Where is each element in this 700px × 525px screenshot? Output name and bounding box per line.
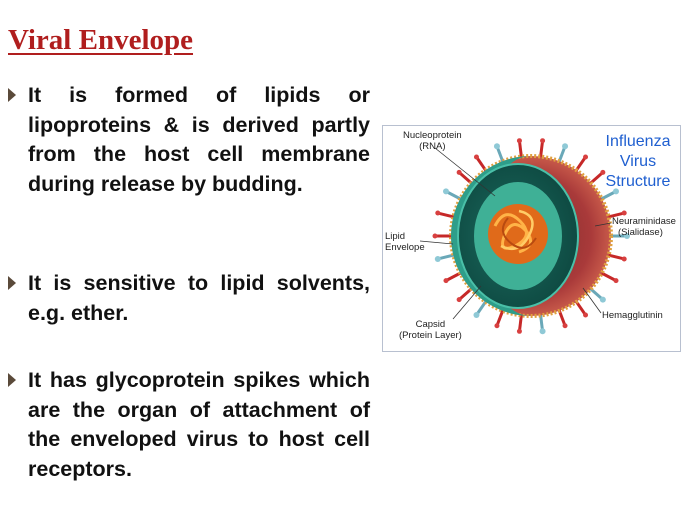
glycoprotein-spikes [432,138,630,335]
spike-head [583,154,589,160]
spike-head [473,312,480,319]
spike-head [456,297,462,303]
spike-head [493,143,500,150]
lipid-envelope-label: Lipid Envelope [385,231,425,253]
spike-head [516,328,522,334]
spike-head [600,169,606,175]
spike [437,211,456,219]
bullet-arrow-icon [8,373,16,387]
spike [517,313,524,332]
virus-illustration [419,138,630,335]
figure-title: Influenza Virus Structure [605,133,671,190]
slide-title: Viral Envelope [8,24,194,56]
leader-lines [419,147,612,320]
neuraminidase-label: Neuraminidase (Sialidase) [612,216,676,238]
spike [588,171,604,186]
nucleoprotein-rna [488,204,548,264]
spike [606,211,625,219]
spike-head [442,188,449,195]
spike-head [562,143,569,150]
bullet-arrow-icon [8,276,16,290]
influenza-virus-diagram: Influenza Virus Structure Nucleoprotein … [382,125,681,352]
spike-head [473,154,479,160]
capsid-label: Capsid (Protein Layer) [399,319,462,341]
spike [495,145,505,164]
spike [517,140,524,159]
bullet-text: It has glycoprotein spikes which are the… [28,368,370,481]
spike [606,253,625,261]
spike-head [456,169,462,175]
bullet-text: It is sensitive to lipid solvents, e.g. … [28,271,370,325]
spike-head [539,328,546,335]
spike-head [599,296,606,303]
spike-head [540,138,546,144]
spike-head [516,138,522,144]
spike [495,308,505,327]
spike [599,270,617,282]
spike-head [443,278,449,284]
spike-head [613,278,619,284]
spike [437,253,456,261]
spike [599,190,617,202]
nucleoprotein-label: Nucleoprotein (RNA) [403,130,462,152]
bullet-text: It is formed of lipids or lipoproteins &… [28,83,370,196]
hemagglutinin-label: Hemagglutinin [602,310,663,321]
spike-head [562,323,568,329]
spike-head [613,188,620,195]
spike [538,140,545,159]
spike-head [432,233,438,239]
spike-head [621,210,627,216]
spike-head [621,256,627,262]
spike-head [434,255,441,262]
spike-head [624,233,630,239]
spike-head [583,312,589,318]
bullet-arrow-icon [8,88,16,102]
spike-head [435,210,441,216]
spike-head [494,323,500,329]
